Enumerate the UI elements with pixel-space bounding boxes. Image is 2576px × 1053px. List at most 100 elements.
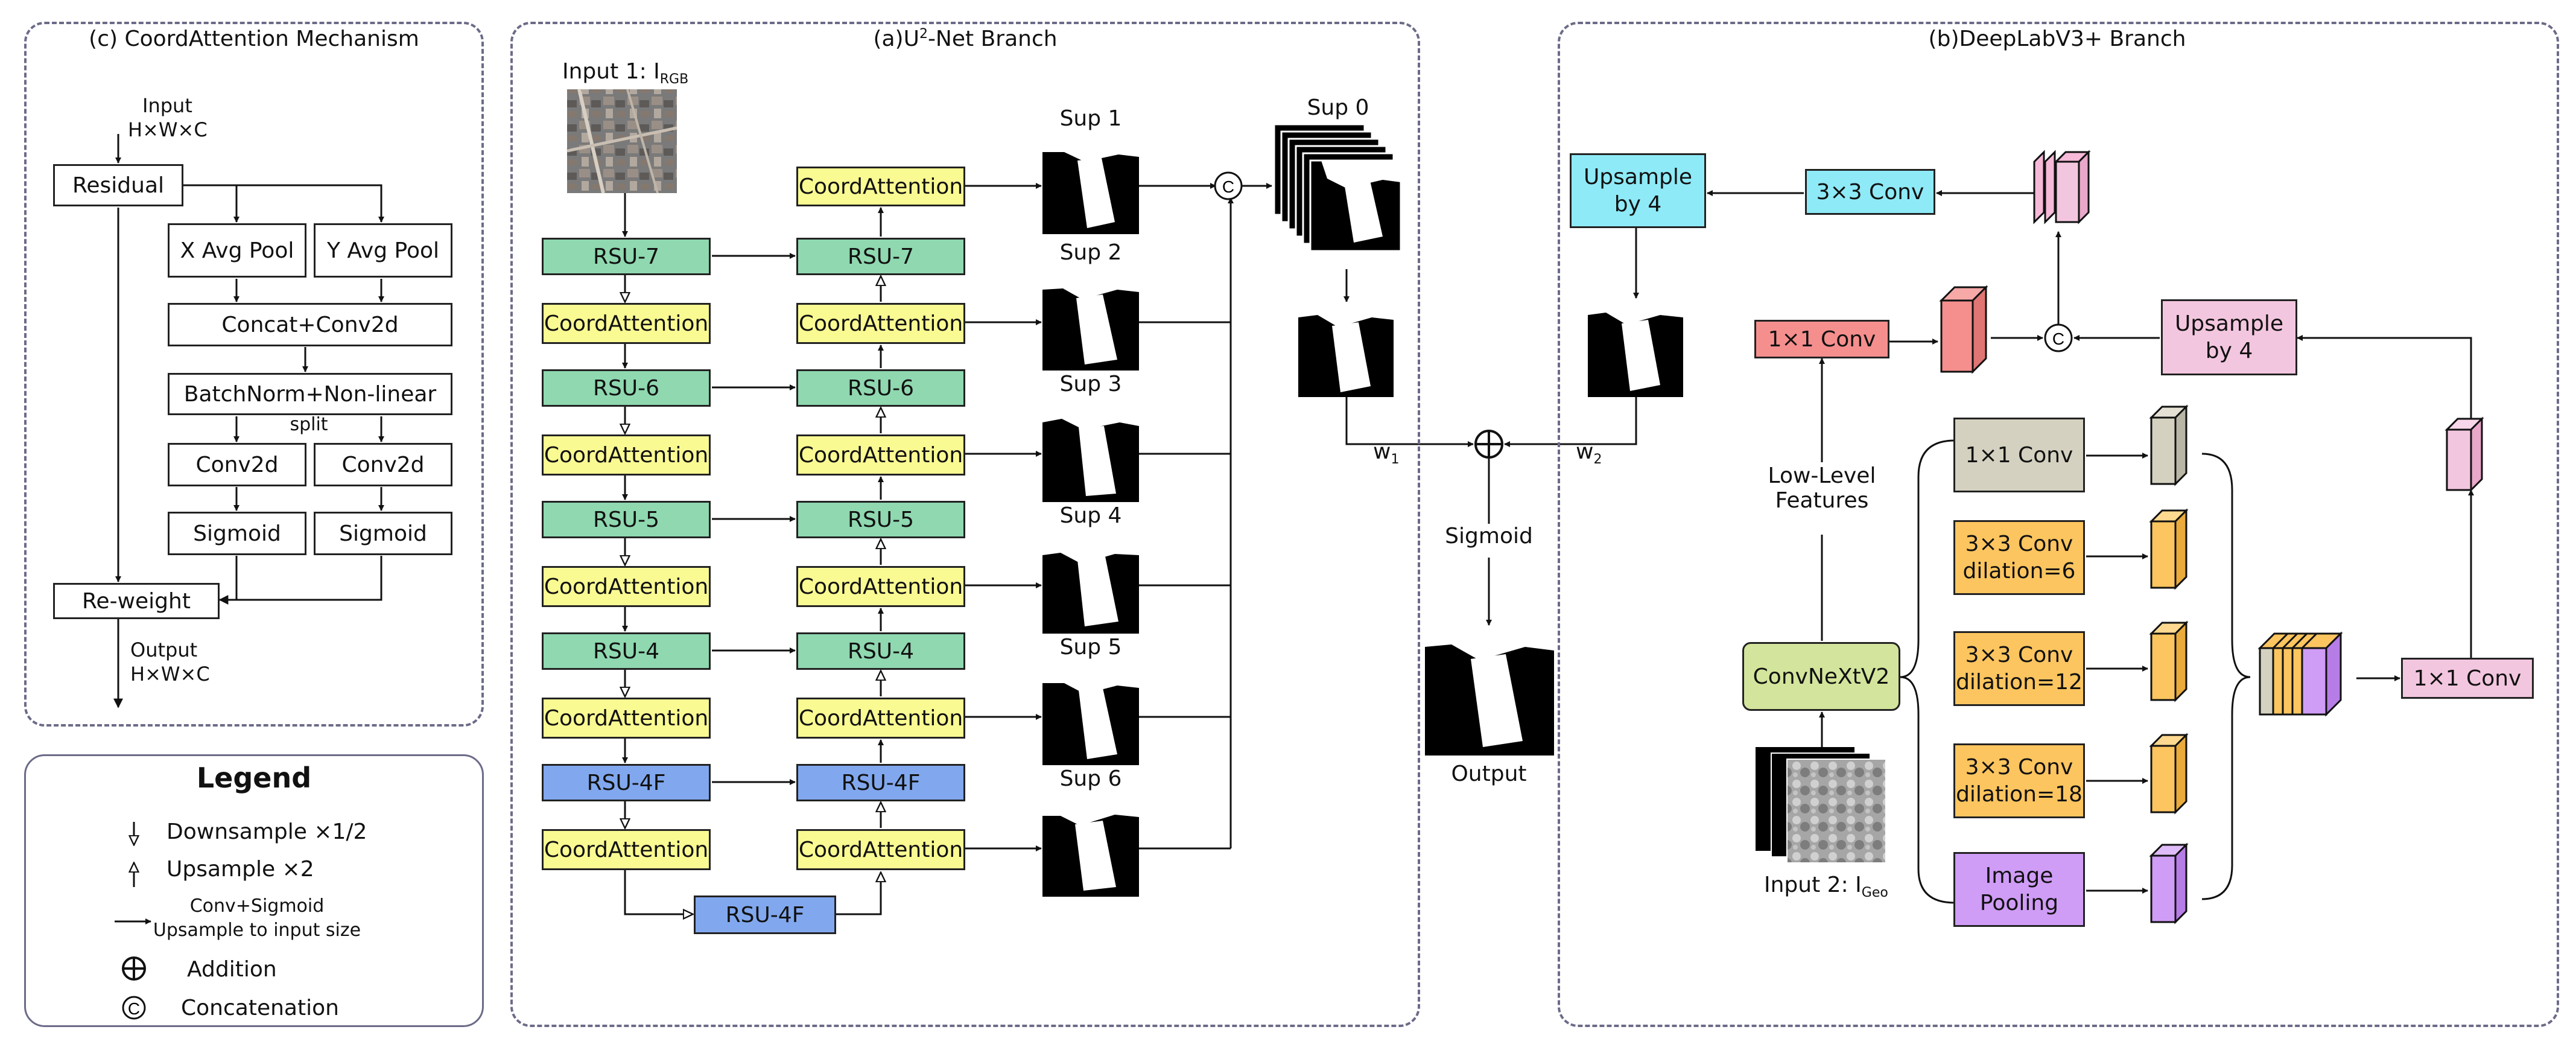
coord-x-avg-pool-box: X Avg Pool bbox=[168, 223, 306, 278]
coord-attention-panel bbox=[24, 22, 484, 727]
legend-title: Legend bbox=[196, 762, 312, 794]
coord-attention-wires bbox=[113, 134, 384, 708]
unet-fused-mask bbox=[1298, 302, 1394, 397]
aspp-conv1x1-box: 1×1 Conv bbox=[1953, 418, 2085, 492]
input-geo-image-stack bbox=[1756, 747, 1886, 864]
legend-concatenation-label: Concatenation bbox=[181, 996, 339, 1020]
sup5-label: Sup 5 bbox=[1059, 635, 1122, 660]
unet-panel bbox=[510, 22, 1420, 1027]
deeplab-upsample-top-box: Upsample by 4 bbox=[1570, 153, 1706, 228]
aspp-dilation12-box: 3×3 Conv dilation=12 bbox=[1953, 631, 2085, 706]
dec-rsu-6: RSU-6 bbox=[796, 369, 965, 407]
legend-upsample-label: Upsample ×2 bbox=[167, 857, 314, 882]
coord-sigmoid-left-box: Sigmoid bbox=[168, 512, 306, 555]
sup3-mask bbox=[1042, 406, 1139, 502]
input1-label: Input 1: IRGB bbox=[562, 59, 689, 87]
dec-rsu-4f: RSU-4F bbox=[796, 764, 965, 801]
legend-downsample-label: Downsample ×1/2 bbox=[167, 819, 367, 844]
legend-addition-label: Addition bbox=[187, 957, 277, 982]
coord-sigmoid-right-box: Sigmoid bbox=[314, 512, 452, 555]
input2-label: Input 2: IGeo bbox=[1764, 873, 1888, 901]
unet-panel-title: (a)U2-Net Branch bbox=[873, 27, 1058, 51]
deeplab-conv1x1-low-box: 1×1 Conv bbox=[1754, 320, 1889, 358]
unet-concat-symbol: C bbox=[1214, 171, 1243, 200]
deeplab-upsample-mid-box: Upsample by 4 bbox=[2161, 299, 2297, 375]
dec-coordattention-4: CoordAttention bbox=[796, 566, 965, 607]
enc-coordattention-3: CoordAttention bbox=[542, 566, 711, 607]
deeplab-mask bbox=[1588, 299, 1683, 397]
final-output-label: Output bbox=[1451, 762, 1527, 786]
coord-panel-title: (c) CoordAttention Mechanism bbox=[89, 27, 419, 51]
unet-wires bbox=[625, 183, 1492, 914]
coord-conv2d-right-box: Conv2d bbox=[314, 443, 452, 486]
svg-text:C: C bbox=[1222, 177, 1234, 196]
w2-label: w2 bbox=[1576, 439, 1602, 468]
dec-rsu-5: RSU-5 bbox=[796, 501, 965, 538]
sup0-mask-stack bbox=[1273, 123, 1402, 252]
coord-reweight-box: Re-weight bbox=[53, 583, 220, 619]
coord-residual-box: Residual bbox=[53, 164, 183, 206]
sup0-label: Sup 0 bbox=[1307, 95, 1369, 120]
bottom-rsu-4f: RSU-4F bbox=[694, 896, 836, 934]
legend-concat-letter: C bbox=[128, 999, 140, 1018]
dec-coordattention-2: CoordAttention bbox=[796, 303, 965, 344]
enc-rsu-4: RSU-4 bbox=[542, 632, 711, 670]
dec-rsu-4: RSU-4 bbox=[796, 632, 965, 670]
coord-input-dims: H×W×C bbox=[128, 118, 208, 141]
pink-upsample-block bbox=[2444, 416, 2484, 492]
sup2-mask bbox=[1042, 274, 1139, 371]
coord-split-label: split bbox=[290, 414, 328, 435]
sup4-label: Sup 4 bbox=[1059, 503, 1122, 528]
legend-conv-sigmoid-label: Conv+Sigmoid bbox=[189, 896, 325, 917]
enc-coordattention-2: CoordAttention bbox=[542, 434, 711, 476]
fusion-sigmoid-label: Sigmoid bbox=[1445, 524, 1533, 549]
convnext-box: ConvNeXtV2 bbox=[1742, 642, 1900, 711]
dec-coordattention-6: CoordAttention bbox=[796, 829, 965, 870]
coord-input-label: Input bbox=[142, 94, 192, 117]
deeplab-conv1x1-out-box: 1×1 Conv bbox=[2401, 658, 2534, 699]
coord-batchnorm-box: BatchNorm+Non-linear bbox=[168, 373, 452, 415]
aspp-image-pooling-box: Image Pooling bbox=[1953, 852, 2085, 927]
coord-output-label: Output bbox=[130, 638, 198, 661]
enc-coordattention-4: CoordAttention bbox=[542, 698, 711, 739]
aspp-concat-stack bbox=[2257, 631, 2343, 717]
deeplab-panel-title: (b)DeepLabV3+ Branch bbox=[1928, 27, 2186, 51]
svg-text:C: C bbox=[2052, 329, 2064, 348]
sup2-label: Sup 2 bbox=[1059, 240, 1122, 265]
sup1-mask bbox=[1042, 138, 1139, 234]
sup3-label: Sup 3 bbox=[1059, 372, 1122, 396]
low-level-features-label: Low-Level Features bbox=[1768, 463, 1876, 513]
sup6-label: Sup 6 bbox=[1059, 766, 1122, 791]
enc-rsu-4f: RSU-4F bbox=[542, 764, 711, 801]
deeplab-panel bbox=[1558, 22, 2559, 1027]
addition-symbol bbox=[1474, 430, 1503, 459]
final-output-mask bbox=[1425, 626, 1554, 756]
deeplab-concat-symbol: C bbox=[2044, 323, 2073, 352]
legend-upsample-input-label: Upsample to input size bbox=[153, 920, 361, 941]
coord-concat-conv-box: Concat+Conv2d bbox=[168, 303, 452, 346]
legend-glyphs bbox=[115, 822, 151, 1020]
enc-rsu-5: RSU-5 bbox=[542, 501, 711, 538]
coord-y-avg-pool-box: Y Avg Pool bbox=[314, 223, 452, 278]
coord-conv2d-left-box: Conv2d bbox=[168, 443, 306, 486]
coord-output-dims: H×W×C bbox=[130, 663, 210, 686]
enc-rsu-6: RSU-6 bbox=[542, 369, 711, 407]
pink-feature-stack bbox=[2033, 150, 2091, 224]
deeplab-wires bbox=[1504, 190, 2474, 904]
sup4-mask bbox=[1042, 537, 1139, 634]
w1-label: w1 bbox=[1373, 439, 1400, 468]
aspp-feature-blocks bbox=[2149, 404, 2189, 924]
dec-rsu-7: RSU-7 bbox=[796, 238, 965, 275]
sup5-mask bbox=[1042, 669, 1139, 765]
dec-coordattention-1: CoordAttention bbox=[796, 167, 965, 206]
deeplab-conv3x3-box: 3×3 Conv bbox=[1805, 169, 1935, 215]
sup6-mask bbox=[1042, 800, 1139, 897]
enc-rsu-7: RSU-7 bbox=[542, 238, 711, 275]
aspp-dilation6-box: 3×3 Conv dilation=6 bbox=[1953, 520, 2085, 595]
aspp-dilation18-box: 3×3 Conv dilation=18 bbox=[1953, 743, 2085, 818]
dec-coordattention-5: CoordAttention bbox=[796, 698, 965, 739]
enc-coordattention-1: CoordAttention bbox=[542, 303, 711, 344]
enc-coordattention-5: CoordAttention bbox=[542, 829, 711, 870]
